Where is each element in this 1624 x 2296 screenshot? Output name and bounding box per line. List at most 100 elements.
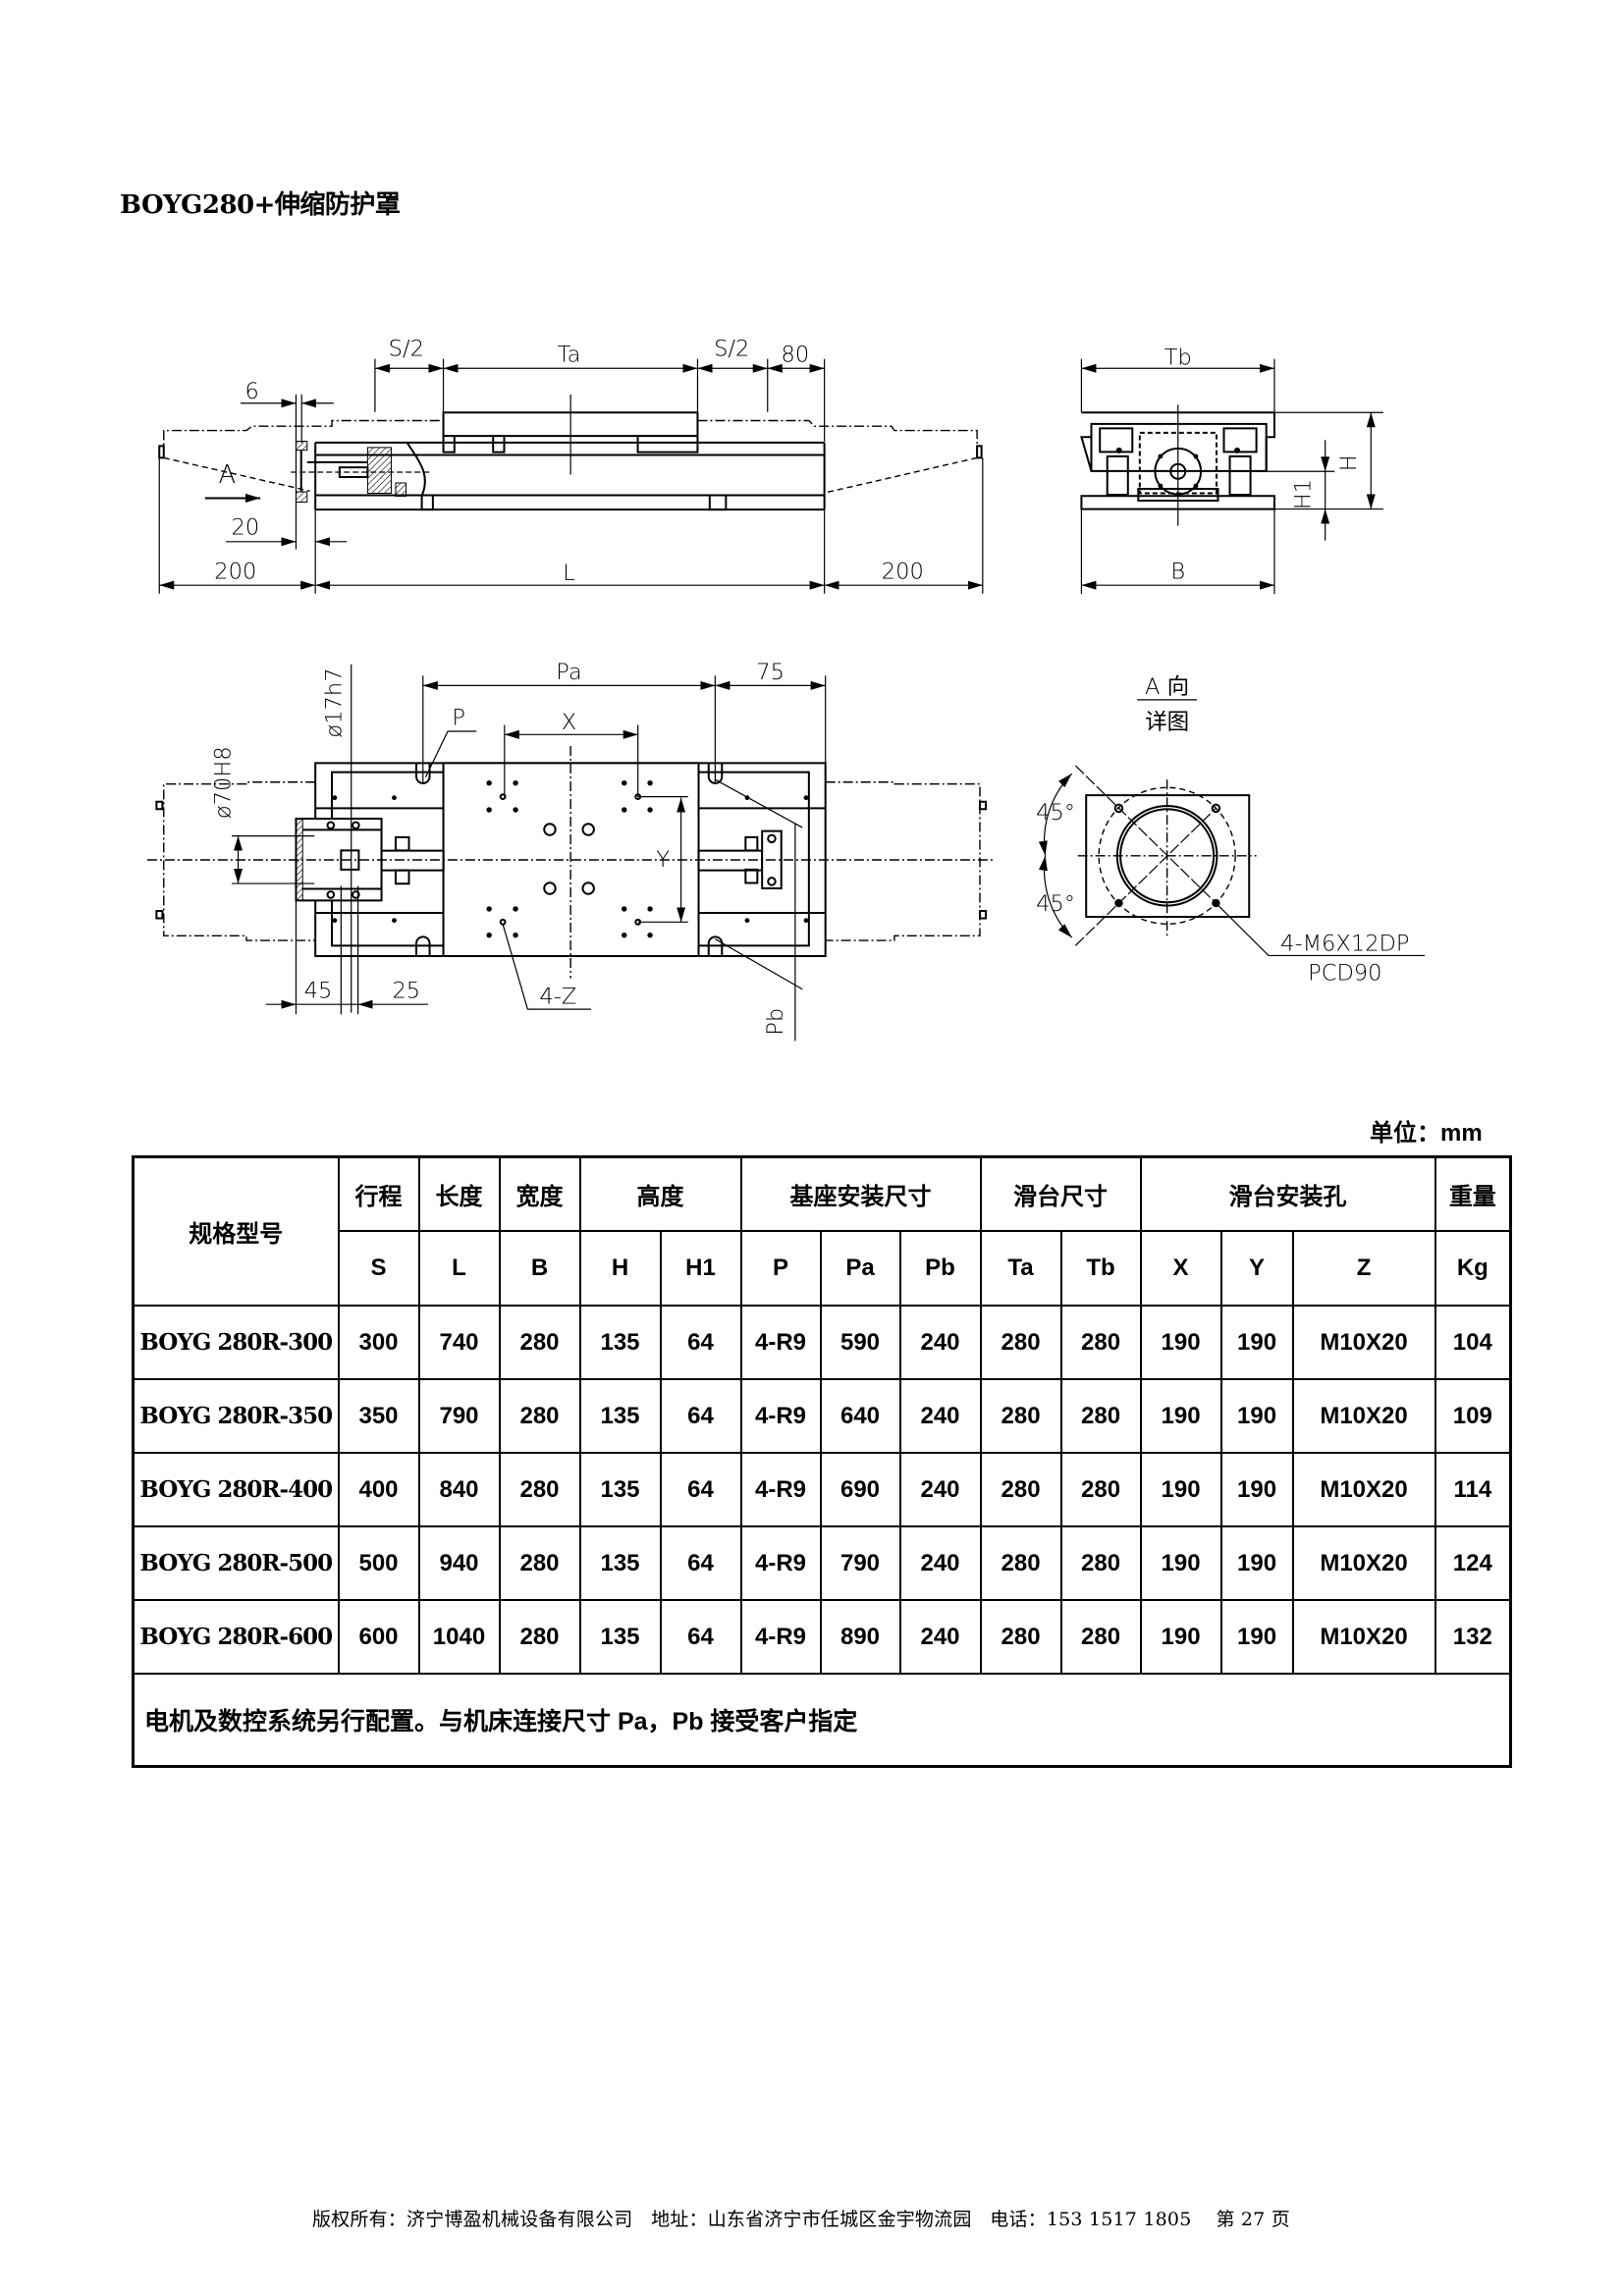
value-cell: 190 (1219, 1525, 1294, 1601)
subheader-cell: X (1139, 1230, 1222, 1307)
header-model: 规格型号 (132, 1155, 340, 1307)
dim-label-200-right: 200 (882, 560, 924, 585)
subheader-cell: Y (1219, 1230, 1294, 1307)
value-cell: 600 (337, 1599, 420, 1675)
value-cell: 190 (1219, 1452, 1294, 1527)
end-view-drawing: Tb B H H1 (1081, 346, 1382, 595)
value-cell: 4-R9 (739, 1525, 822, 1601)
value-cell: 135 (578, 1525, 662, 1601)
value-cell: 190 (1219, 1599, 1294, 1675)
value-cell: 104 (1434, 1305, 1512, 1380)
value-cell: 190 (1139, 1305, 1222, 1380)
dim-label-pb: Pb (763, 1008, 788, 1036)
value-cell: 690 (819, 1452, 901, 1527)
model-cell: BOYG 280R-300 (132, 1305, 340, 1380)
value-cell: M10X20 (1291, 1599, 1436, 1675)
subheader-cell: S (337, 1230, 420, 1307)
value-cell: 135 (578, 1378, 662, 1454)
value-cell: 64 (659, 1305, 742, 1380)
angle-label-bottom: 45° (1036, 891, 1075, 917)
value-cell: 890 (819, 1599, 901, 1675)
dim-label-phi70h8: ø70H8 (211, 746, 237, 819)
value-cell: 135 (578, 1452, 662, 1527)
subheader-cell: Ta (979, 1230, 1062, 1307)
dim-label-ta: Ta (558, 343, 581, 368)
label-4-z: 4-Z (539, 985, 576, 1010)
value-cell: 240 (898, 1452, 982, 1527)
value-cell: 840 (417, 1452, 501, 1527)
value-cell: 280 (1059, 1305, 1142, 1380)
value-cell: 740 (417, 1305, 501, 1380)
model-cell: BOYG 280R-400 (132, 1452, 340, 1527)
subheader-cell: Pa (819, 1230, 901, 1307)
dim-label-20: 20 (232, 515, 260, 541)
dim-label-75: 75 (756, 660, 785, 685)
value-cell: 280 (979, 1305, 1062, 1380)
top-view-drawing: Pa 75 X Y P 4-Z Pb ø17h7 ø70H8 45 25 (147, 660, 994, 1041)
subheader-cell: Tb (1059, 1230, 1142, 1307)
value-cell: 240 (898, 1378, 982, 1454)
table-note: 电机及数控系统另行配置。与机床连接尺寸 Pa，Pb 接受客户指定 (132, 1673, 1512, 1768)
subheader-cell: B (498, 1230, 581, 1307)
page-title: BOYG280+伸缩防护罩 (120, 190, 401, 220)
value-cell: 590 (819, 1305, 901, 1380)
header-width: 宽度 (498, 1155, 581, 1232)
dim-label-y: Y (656, 847, 670, 873)
header-weight: 重量 (1434, 1155, 1512, 1232)
header-length: 长度 (417, 1155, 501, 1232)
units-label: 单位：mm (1370, 1120, 1483, 1147)
subheader-cell: Pb (898, 1230, 982, 1307)
label-p: P (452, 706, 465, 731)
view-a-label: A (219, 460, 236, 490)
value-cell: 280 (979, 1378, 1062, 1454)
table-header-row: 规格型号 行程 长度 宽度 高度 基座安装尺寸 滑台尺寸 滑台安装孔 重量 (132, 1155, 1512, 1307)
value-cell: 640 (819, 1378, 901, 1454)
value-cell: 190 (1139, 1378, 1222, 1454)
dim-label-h1: H1 (1291, 479, 1317, 509)
value-cell: 300 (337, 1305, 420, 1380)
header-base-mounting: 基座安装尺寸 (739, 1155, 982, 1232)
value-cell: 64 (659, 1525, 742, 1601)
value-cell: 4-R9 (739, 1599, 822, 1675)
subheader-cell: Z (1291, 1230, 1436, 1307)
dim-label-6: 6 (244, 379, 258, 404)
subheader-cell: H1 (659, 1230, 742, 1307)
value-cell: 280 (498, 1305, 581, 1380)
value-cell: 1040 (417, 1599, 501, 1675)
subheader-cell: P (739, 1230, 822, 1307)
a-view-title-top: A 向 (1145, 674, 1189, 700)
value-cell: 790 (819, 1525, 901, 1601)
value-cell: M10X20 (1291, 1305, 1436, 1380)
value-cell: 280 (498, 1599, 581, 1675)
value-cell: 280 (1059, 1452, 1142, 1527)
value-cell: 109 (1434, 1378, 1512, 1454)
dim-label-s-half-left: S/2 (389, 337, 424, 362)
page-footer: 版权所有：济宁博盈机械设备有限公司 地址：山东省济宁市任城区金宇物流园 电话：1… (312, 2209, 1290, 2230)
dim-label-b: B (1170, 560, 1185, 585)
dim-label-x: X (562, 710, 576, 735)
dim-label-s-half-right: S/2 (714, 337, 749, 362)
value-cell: 190 (1139, 1599, 1222, 1675)
value-cell: 4-R9 (739, 1305, 822, 1380)
value-cell: 280 (498, 1525, 581, 1601)
header-stroke: 行程 (337, 1155, 420, 1232)
value-cell: 280 (979, 1525, 1062, 1601)
value-cell: 64 (659, 1452, 742, 1527)
value-cell: 280 (1059, 1525, 1142, 1601)
dim-label-80: 80 (782, 343, 810, 368)
value-cell: 190 (1219, 1378, 1294, 1454)
value-cell: 190 (1219, 1305, 1294, 1380)
value-cell: 240 (898, 1305, 982, 1380)
dim-label-phi17h7: ø17h7 (321, 667, 347, 737)
value-cell: 135 (578, 1305, 662, 1380)
value-cell: 280 (979, 1599, 1062, 1675)
value-cell: 4-R9 (739, 1378, 822, 1454)
value-cell: 350 (337, 1378, 420, 1454)
label-pcd: PCD90 (1308, 961, 1381, 987)
